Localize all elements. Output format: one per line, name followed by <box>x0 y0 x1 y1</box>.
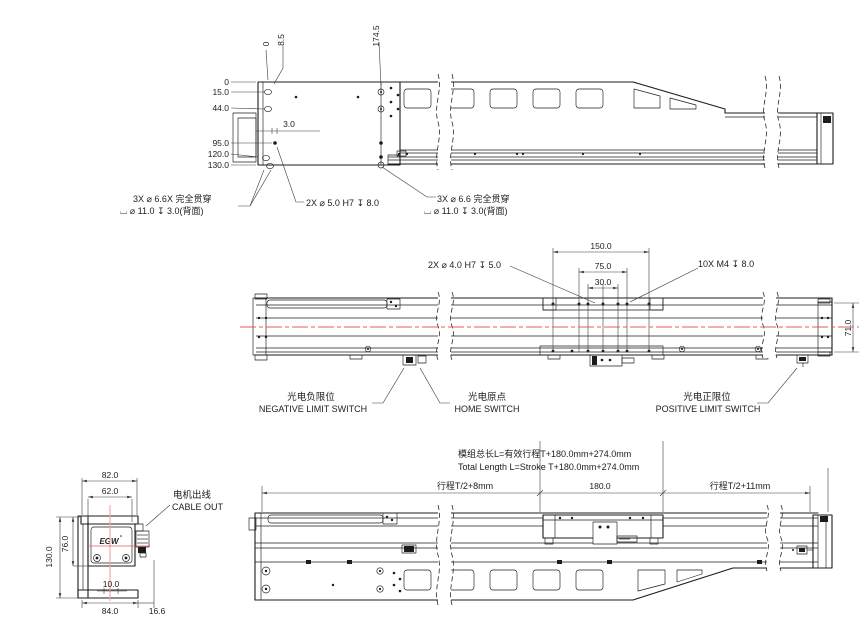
dim-top-0: 0 <box>261 41 271 46</box>
positive-limit-switch <box>796 354 809 367</box>
top-view-geometry <box>232 81 834 169</box>
dim-left-130: 130.0 <box>208 160 230 170</box>
dim-left-15: 15.0 <box>212 87 229 97</box>
dim-130: 130.0 <box>44 546 54 568</box>
positive-limit-label-cn: 光电正限位 <box>683 391 731 403</box>
dim-left-44: 44.0 <box>212 103 229 113</box>
dim-top-174-5: 174.5 <box>371 25 381 47</box>
dim-16-6: 16.6 <box>149 606 166 616</box>
carriage-bottom-view <box>542 514 664 545</box>
bottom-view-dimensions: 模组总长L=有效行程T+180.0mm+274.0mm Total Length… <box>261 441 829 512</box>
note-counterbore-left-line2: ⌴ ⌀ 11.0 ↧ 3.0(背面) <box>120 205 204 216</box>
carriage-plan <box>539 297 664 356</box>
dim-top-8-5: 8.5 <box>276 34 286 46</box>
dim-offset-3: 3.0 <box>283 119 295 129</box>
dim-84: 84.0 <box>102 606 119 616</box>
end-cap <box>816 112 834 165</box>
dim-left-120: 120.0 <box>208 149 230 159</box>
dim-76: 76.0 <box>60 535 70 552</box>
bottom-view-geometry <box>248 512 833 601</box>
cable-out-label-cn: 电机出线 <box>173 489 212 501</box>
plan-view-geometry <box>252 293 833 367</box>
total-length-note-cn: 模组总长L=有效行程T+180.0mm+274.0mm <box>458 448 631 459</box>
note-counterbore-right-line2: ⌴ ⌀ 11.0 ↧ 3.0(背面) <box>424 205 508 216</box>
dim-82: 82.0 <box>102 470 119 480</box>
dim-width-71: 71.0 <box>843 319 853 336</box>
home-switch-label-cn: 光电原点 <box>468 391 507 403</box>
total-length-note-en: Total Length L=Stroke T+180.0mm+274.0mm <box>458 462 639 472</box>
note-pin-holes-top: 2X ⌀ 5.0 H7 ↧ 8.0 <box>306 198 379 208</box>
rail-slot <box>266 299 388 309</box>
switch-labels: 光电负限位 NEGATIVE LIMIT SWITCH 光电原点 HOME SW… <box>259 367 798 414</box>
note-pin-holes-plan: 2X ⌀ 4.0 H7 ↧ 5.0 <box>428 260 501 270</box>
cable-out-label-en: CABLE OUT <box>172 502 224 512</box>
negative-limit-label-cn: 光电负限位 <box>287 391 335 403</box>
top-view-notes: 3X ⌀ 6.6X 完全贯穿 ⌴ ⌀ 11.0 ↧ 3.0(背面) 2X ⌀ 5… <box>120 146 509 216</box>
motor-end-face <box>87 523 136 567</box>
dim-180: 180.0 <box>589 481 611 491</box>
negative-limit-switch-bottom <box>401 544 417 554</box>
plan-view-dimensions: 150.0 75.0 30.0 2X ⌀ 4.0 H7 ↧ 5.0 10X M4… <box>428 241 859 353</box>
end-view-geometry: EGW <box>77 505 150 601</box>
cable-connector <box>134 523 150 558</box>
negative-limit-label-en: NEGATIVE LIMIT SWITCH <box>259 404 367 414</box>
motor-housing <box>257 81 401 166</box>
dim-62: 62.0 <box>102 486 119 496</box>
dim-10: 10.0 <box>103 579 120 589</box>
top-view: 0 8.5 174.5 0 15.0 44.0 95.0 120.0 130.0… <box>120 25 834 216</box>
dim-75: 75.0 <box>595 261 612 271</box>
plan-view: 150.0 75.0 30.0 2X ⌀ 4.0 H7 ↧ 5.0 10X M4… <box>252 241 859 414</box>
end-cap-bottom <box>812 514 833 569</box>
end-view-dimensions: 82.0 62.0 130.0 76.0 10.0 84.0 16.6 电机出 <box>44 470 224 616</box>
note-counterbore-left-line1: 3X ⌀ 6.6X 完全贯穿 <box>133 193 211 204</box>
end-view: EGW 82.0 62.0 <box>44 470 224 616</box>
dim-left-stroke: 行程T/2+8mm <box>437 480 493 491</box>
home-switch-label-en: HOME SWITCH <box>455 404 520 414</box>
break-lines <box>436 73 783 606</box>
positive-limit-switch-bottom <box>792 545 813 555</box>
bottom-view: 模组总长L=有效行程T+180.0mm+274.0mm Total Length… <box>248 441 833 601</box>
note-counterbore-right-line1: 3X ⌀ 6.6 完全贯穿 <box>437 193 509 204</box>
note-tapped-holes: 10X M4 ↧ 8.0 <box>698 259 754 269</box>
lightening-windows-bottom <box>403 569 703 592</box>
positive-limit-label-en: POSITIVE LIMIT SWITCH <box>656 404 761 414</box>
negative-limit-switch <box>402 354 427 366</box>
dim-right-stroke: 行程T/2+11mm <box>710 480 771 491</box>
dim-30: 30.0 <box>595 277 612 287</box>
dim-left-95: 95.0 <box>212 138 229 148</box>
dim-left-0: 0 <box>224 77 229 87</box>
dim-150: 150.0 <box>590 241 612 251</box>
top-view-dimensions: 0 8.5 174.5 0 15.0 44.0 95.0 120.0 130.0… <box>208 25 382 170</box>
home-switch-bracket <box>589 354 635 367</box>
